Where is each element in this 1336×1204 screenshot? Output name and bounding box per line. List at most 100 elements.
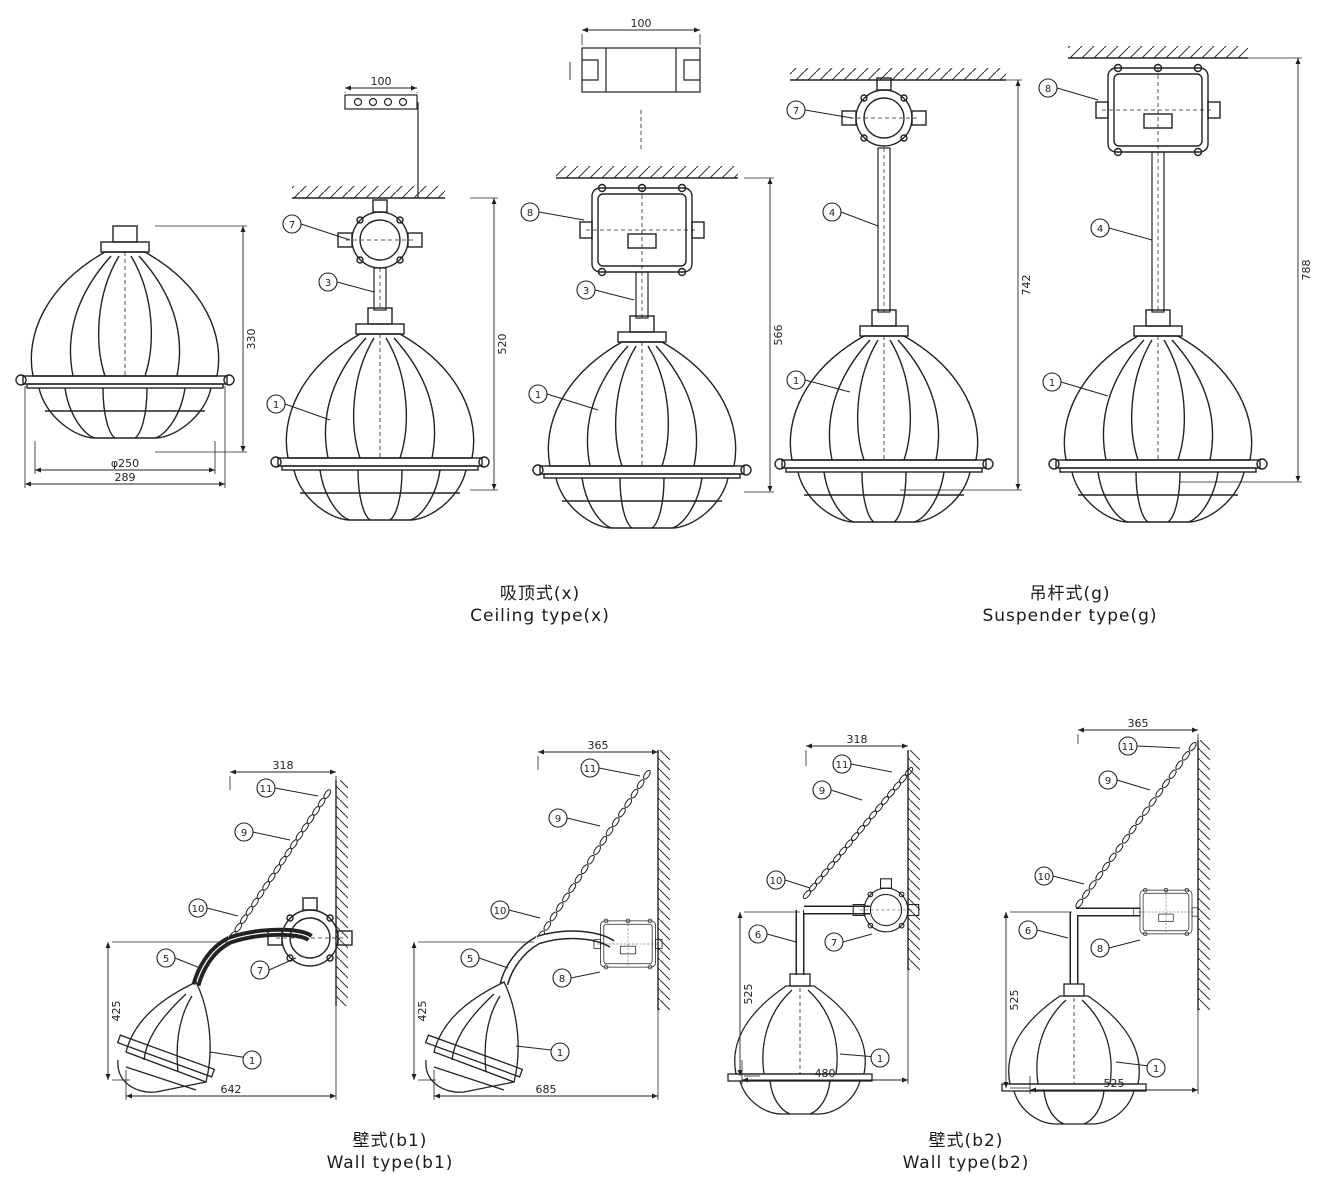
caption-wall-b1-zh: 壁式(b1) — [352, 1131, 428, 1151]
callout-3: 3 — [318, 272, 375, 293]
callout-number: 10 — [1038, 872, 1051, 883]
callout-number: 1 — [877, 1054, 883, 1065]
callout-5: 5 — [156, 948, 201, 969]
callout-number: 11 — [1122, 742, 1135, 753]
dim-b2-height: 525 — [737, 911, 800, 1077]
callout-number: 10 — [494, 906, 507, 917]
dim-b2-box-width: 525 — [1029, 1010, 1199, 1094]
callout-number: 1 — [557, 1048, 563, 1059]
dim-label: 480 — [815, 1067, 836, 1080]
wall-hatch — [1197, 740, 1210, 1010]
callout-number: 1 — [793, 376, 799, 387]
dim-label: 742 — [1020, 275, 1033, 296]
callout-number: 1 — [535, 390, 541, 401]
caption-ceiling: 吸顶式(x) Ceiling type(x) — [440, 583, 640, 627]
callout-9: 9 — [1098, 770, 1151, 791]
caption-suspender-zh: 吊杆式(g) — [1029, 584, 1111, 604]
dim-label: 365 — [1128, 717, 1149, 730]
callout-number: 4 — [1097, 224, 1103, 235]
dim-label: 520 — [496, 334, 509, 355]
suspender-rod — [877, 147, 891, 313]
callout-number: 8 — [559, 974, 565, 985]
callout-number: 9 — [1105, 776, 1111, 787]
callout-7: 7 — [282, 214, 351, 241]
callout-number: 8 — [1097, 944, 1103, 955]
square-junction-box — [579, 183, 705, 277]
caption-wall-b2: 壁式(b2) Wall type(b2) — [866, 1130, 1066, 1174]
caption-suspender-en: Suspender type(g) — [982, 606, 1158, 626]
dim-b1-box-width: 685 — [433, 1010, 659, 1100]
dim-b2-width: 480 — [741, 970, 909, 1084]
caption-wall-b1: 壁式(b1) Wall type(b1) — [290, 1130, 490, 1174]
dim-label: φ250 — [111, 457, 139, 470]
callout-8: 8 — [1038, 78, 1099, 101]
dim-b1-height: 425 — [105, 941, 228, 1081]
dim-label: 425 — [110, 1001, 123, 1022]
dim-base-diameter: φ250 — [34, 441, 216, 474]
callout-10: 10 — [490, 900, 541, 920]
callout-number: 7 — [831, 938, 837, 949]
callout-7: 7 — [824, 932, 873, 952]
dim-b2-box-height: 525 — [1003, 911, 1072, 1089]
callout-9: 9 — [234, 822, 291, 842]
round-junction-box — [841, 77, 927, 147]
callout-number: 9 — [819, 786, 825, 797]
dim-label: 685 — [536, 1083, 557, 1096]
callout-number: 1 — [249, 1056, 255, 1067]
square-junction-box — [593, 918, 663, 970]
mounting-bracket — [569, 47, 701, 93]
callout-number: 9 — [241, 828, 247, 839]
callout-4: 4 — [822, 202, 879, 227]
callout-number: 10 — [770, 876, 783, 887]
wall-hatch — [657, 750, 670, 1010]
callout-10: 10 — [766, 870, 811, 890]
square-junction-box — [1133, 887, 1199, 937]
suspender-rod — [635, 271, 649, 319]
callout-11: 11 — [1118, 736, 1181, 756]
square-junction-box — [1095, 63, 1221, 157]
callout-number: 8 — [527, 208, 533, 219]
callout-1: 1 — [786, 370, 851, 393]
dim-b1-chain: 318 — [229, 759, 337, 790]
dim-label: 318 — [273, 759, 294, 772]
dim-ceiling-bracket: 100 — [344, 75, 418, 93]
wall-hatch — [907, 750, 920, 970]
callout-4: 4 — [1090, 218, 1153, 241]
callout-9: 9 — [812, 780, 863, 801]
dim-label: 425 — [416, 1001, 429, 1022]
dim-ceiling-height: 520 — [470, 197, 509, 491]
callout-10: 10 — [1034, 866, 1085, 886]
callout-number: 6 — [755, 930, 761, 941]
callout-number: 7 — [289, 220, 295, 231]
callout-number: 1 — [1153, 1064, 1159, 1075]
callout-number: 9 — [555, 814, 561, 825]
callout-1: 1 — [528, 384, 599, 411]
dim-suspender-box-height: 788 — [1180, 57, 1313, 483]
dim-b2-box-chain: 365 — [1077, 717, 1199, 744]
suspender-rod — [373, 267, 387, 311]
figure-suspender-square: 8 4 1 788 — [1038, 46, 1313, 523]
dim-b2-chain: 318 — [805, 733, 909, 766]
dim-label: 566 — [772, 325, 785, 346]
callout-1: 1 — [839, 1048, 890, 1068]
dim-label: 330 — [245, 329, 258, 350]
caption-ceiling-en: Ceiling type(x) — [470, 606, 610, 626]
dim-b1-box-height: 425 — [411, 941, 534, 1081]
suspender-rod — [1151, 151, 1165, 313]
dim-label: 788 — [1300, 260, 1313, 281]
lamp-body — [270, 307, 490, 521]
callout-number: 11 — [836, 760, 849, 771]
lamp-body — [1048, 309, 1268, 523]
caption-ceiling-zh: 吸顶式(x) — [499, 584, 581, 604]
callout-7: 7 — [786, 100, 853, 120]
callout-number: 1 — [1049, 378, 1055, 389]
lamp-body — [116, 981, 216, 1093]
callout-number: 7 — [793, 106, 799, 117]
callout-9: 9 — [548, 808, 601, 828]
figure-suspender-round: 7 4 1 742 — [774, 68, 1033, 523]
